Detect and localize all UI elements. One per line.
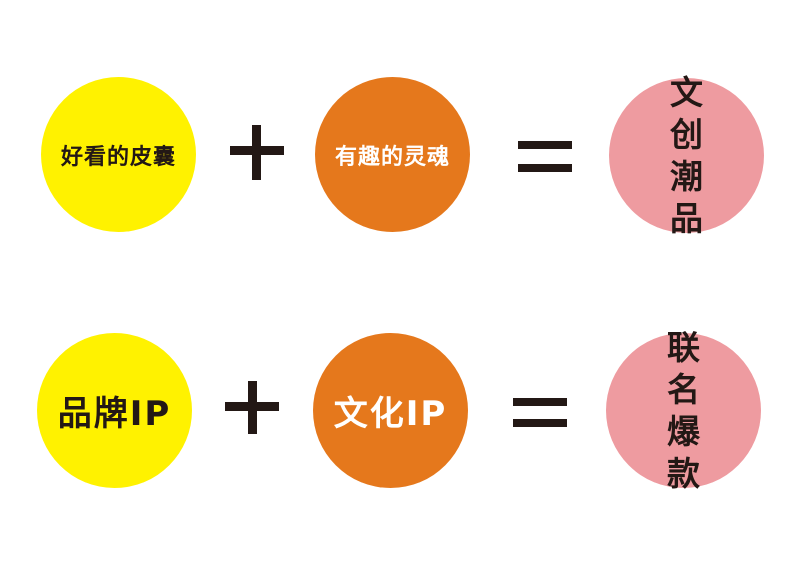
result-label: 联名爆款 xyxy=(667,327,708,493)
term-label: 文化IP xyxy=(333,394,448,434)
circle-brand-ip: 品牌IP xyxy=(37,333,192,488)
equals-icon xyxy=(518,141,572,173)
circle-cultural-creative-trend: 文创潮品 xyxy=(609,73,764,238)
circle-culture-ip: 文化IP xyxy=(313,333,468,488)
term-label: 好看的皮囊 xyxy=(60,144,176,170)
result-label: 文创潮品 xyxy=(670,72,711,238)
circle-interesting-soul: 有趣的灵魂 xyxy=(315,77,470,232)
plus-icon xyxy=(230,125,284,180)
equals-icon xyxy=(513,398,567,428)
term-label: 品牌IP xyxy=(57,394,172,434)
plus-icon xyxy=(225,381,279,434)
circle-good-looking-skin: 好看的皮囊 xyxy=(41,77,196,232)
term-label: 有趣的灵魂 xyxy=(334,144,450,170)
circle-co-branded-hit: 联名爆款 xyxy=(606,328,761,493)
